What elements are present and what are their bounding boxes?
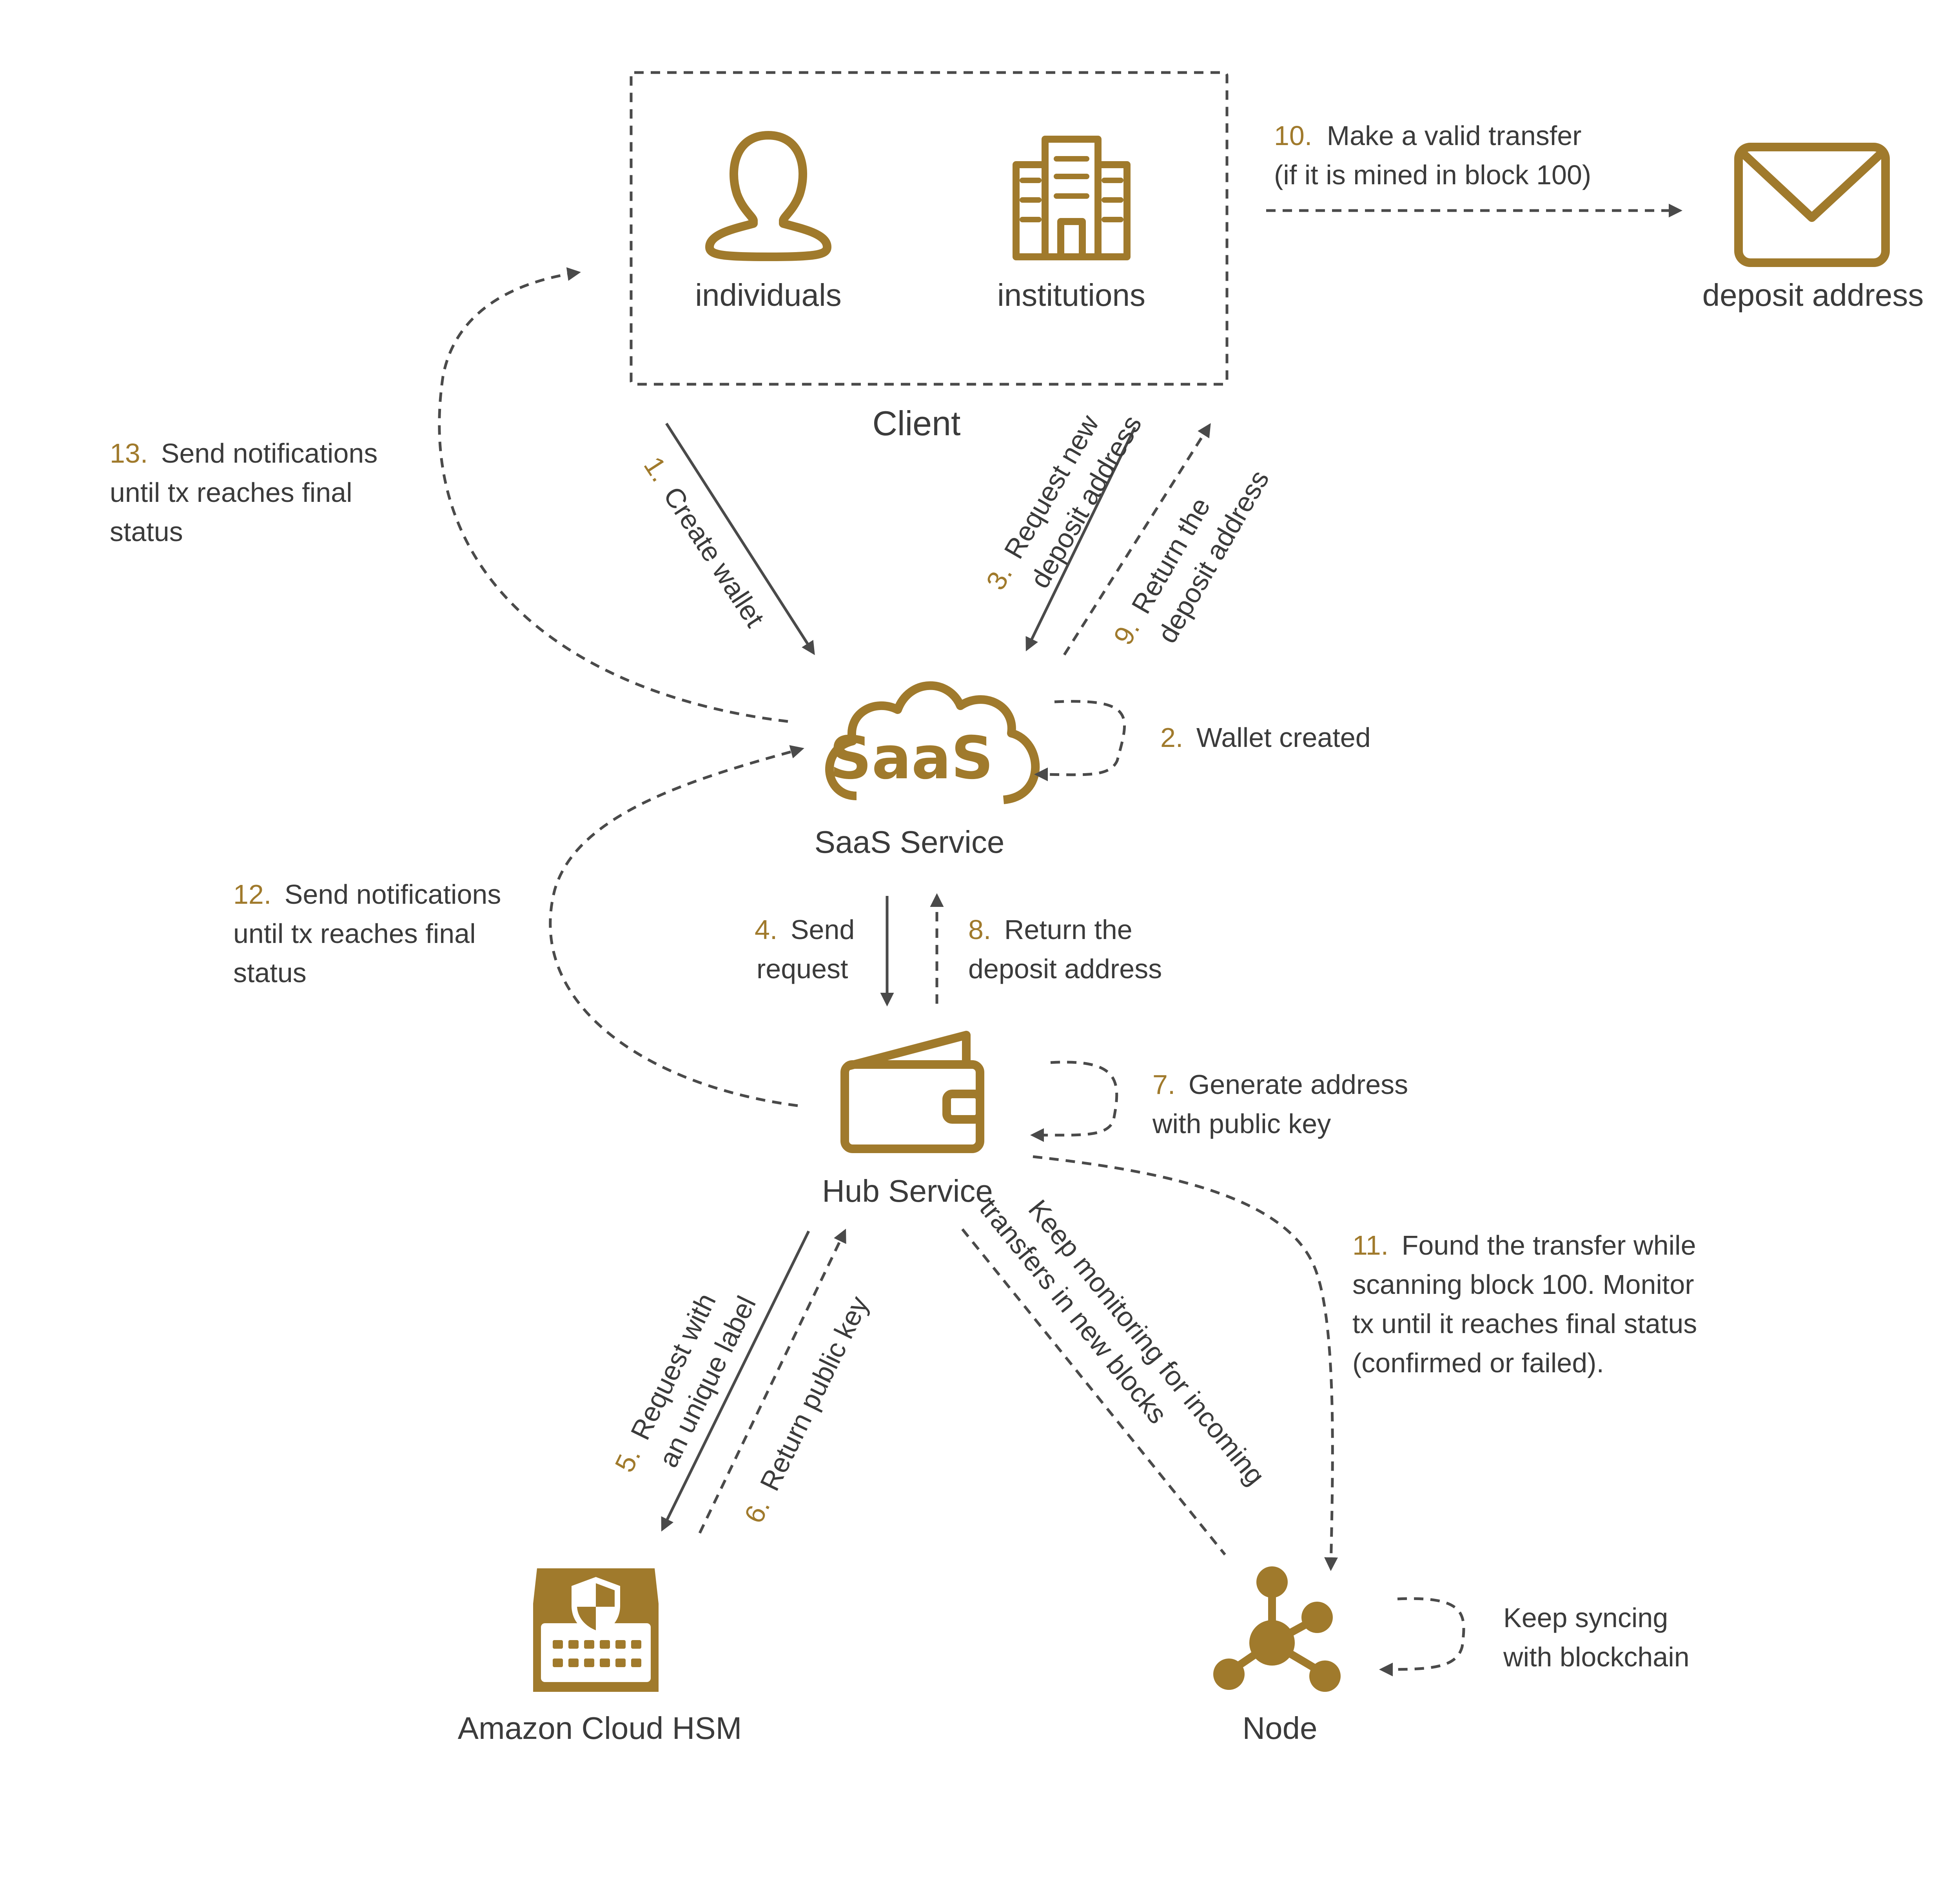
envelope-icon bbox=[1734, 143, 1890, 267]
institutions-label: institutions bbox=[997, 278, 1145, 312]
arrow-2 bbox=[1034, 700, 1126, 781]
step-text: Send bbox=[791, 914, 855, 945]
step-number: 12. bbox=[233, 879, 271, 910]
sync-text: Keep syncing bbox=[1503, 1602, 1668, 1633]
step-text: (if it is mined in block 100) bbox=[1274, 160, 1591, 190]
client-group: individuals institutions bbox=[630, 71, 1229, 386]
hsm-title: Amazon Cloud HSM bbox=[458, 1711, 742, 1746]
step-13-label: 13. Send notifications until tx reaches … bbox=[110, 438, 385, 547]
deposit-address-title: deposit address bbox=[1702, 278, 1924, 312]
arrow-11 bbox=[1033, 1155, 1338, 1571]
individuals-label: individuals bbox=[695, 278, 842, 312]
step-text: Return the bbox=[1004, 914, 1132, 945]
network-node-icon bbox=[1213, 1566, 1341, 1692]
step-text: status bbox=[233, 957, 307, 988]
step-number: 13. bbox=[110, 438, 148, 469]
arrow-9 bbox=[1063, 423, 1211, 656]
step-2-label: 2. Wallet created bbox=[1160, 722, 1371, 753]
step-text: deposit address bbox=[968, 954, 1162, 984]
node-title: Node bbox=[1242, 1711, 1317, 1746]
step-number: 2. bbox=[1160, 722, 1183, 753]
step-number: 8. bbox=[968, 914, 991, 945]
monitor-text: Keep monitoring for incoming bbox=[1022, 1194, 1271, 1491]
sync-loop bbox=[1379, 1597, 1465, 1677]
saas-logo-text: SaaS bbox=[829, 724, 994, 792]
step-text: Return public key bbox=[754, 1292, 875, 1495]
step-text: Generate address bbox=[1189, 1069, 1408, 1100]
sync-text: with blockchain bbox=[1503, 1642, 1690, 1672]
step-number: 5. bbox=[609, 1443, 646, 1477]
arrow-1 bbox=[665, 423, 815, 655]
building-icon bbox=[1013, 136, 1131, 260]
client-box bbox=[630, 71, 1229, 386]
arrow-6 bbox=[698, 1228, 846, 1534]
arrow-7 bbox=[1030, 1061, 1118, 1142]
step-9-label: 9. Return the deposit address bbox=[1107, 447, 1275, 669]
step-text: until tx reaches final bbox=[110, 477, 352, 508]
step-text: Send notifications bbox=[285, 879, 501, 910]
step-text: with public key bbox=[1152, 1108, 1331, 1139]
step-text: Make a valid transfer bbox=[1327, 120, 1582, 151]
step-10-label: 10. Make a valid transfer (if it is mine… bbox=[1274, 120, 1591, 190]
step-7-label: 7. Generate address with public key bbox=[1152, 1069, 1416, 1139]
step-5-label: 5. Request with an unique label bbox=[609, 1275, 762, 1493]
hub-service-title: Hub Service bbox=[822, 1174, 993, 1208]
hsm-shield-icon bbox=[533, 1568, 659, 1692]
step-number: 10. bbox=[1274, 120, 1312, 151]
step-11-label: 11. Found the transfer while scanning bl… bbox=[1352, 1230, 1705, 1378]
step-text: until tx reaches final bbox=[233, 918, 476, 949]
monitor-line bbox=[961, 1228, 1226, 1556]
step-12-label: 12. Send notifications until tx reaches … bbox=[233, 879, 509, 988]
step-number: 6. bbox=[738, 1494, 776, 1528]
step-number: 4. bbox=[755, 914, 777, 945]
cloud-icon: SaaS bbox=[825, 681, 1040, 804]
step-text: request bbox=[757, 954, 848, 984]
client-title: Client bbox=[873, 404, 961, 443]
step-text: Send notifications bbox=[161, 438, 378, 469]
step-number: 1. bbox=[638, 451, 676, 487]
sync-label: Keep syncing with blockchain bbox=[1503, 1602, 1690, 1672]
step-number: 3. bbox=[980, 560, 1018, 595]
step-number: 9. bbox=[1107, 615, 1145, 650]
saas-service-title: SaaS Service bbox=[815, 825, 1005, 859]
step-3-label: 3. Request new deposit address bbox=[980, 392, 1147, 614]
person-icon bbox=[705, 131, 831, 261]
arrow-5 bbox=[661, 1230, 810, 1532]
step-4-label: 4. Send request bbox=[755, 914, 862, 984]
step-1-label: 1. Create wallet bbox=[638, 451, 770, 632]
step-text: scanning block 100. Monitor bbox=[1352, 1269, 1694, 1300]
monitor-label: Keep monitoring for incoming transfers i… bbox=[974, 1170, 1276, 1520]
arrow-13 bbox=[438, 267, 788, 723]
step-text: Wallet created bbox=[1196, 722, 1371, 753]
step-text: (confirmed or failed). bbox=[1352, 1348, 1604, 1378]
arrow-12 bbox=[549, 745, 804, 1107]
step-text: Found the transfer while bbox=[1402, 1230, 1696, 1261]
step-text: tx until it reaches final status bbox=[1352, 1308, 1697, 1339]
step-number: 7. bbox=[1152, 1069, 1175, 1100]
step-text: status bbox=[110, 516, 183, 547]
step-number: 11. bbox=[1352, 1230, 1388, 1261]
arrow-3 bbox=[1025, 427, 1136, 652]
wallet-icon bbox=[840, 1031, 984, 1153]
step-8-label: 8. Return the deposit address bbox=[968, 914, 1162, 984]
